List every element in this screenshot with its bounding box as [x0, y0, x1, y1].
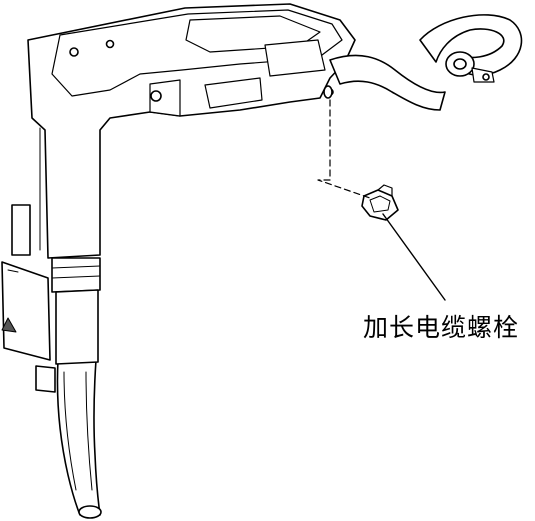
callout-label-extension-cable-bolt: 加长电缆螺栓 — [363, 313, 520, 342]
callout-leader-line — [382, 213, 446, 301]
coupling-block — [11, 204, 101, 365]
alignment-line — [317, 99, 371, 199]
lower-hose — [56, 359, 102, 519]
mounting-frame — [27, 3, 356, 259]
extension-cable-bolt — [361, 184, 399, 221]
label-box — [1, 261, 56, 393]
upper-hose — [329, 14, 523, 111]
bolt-hole — [323, 85, 333, 99]
